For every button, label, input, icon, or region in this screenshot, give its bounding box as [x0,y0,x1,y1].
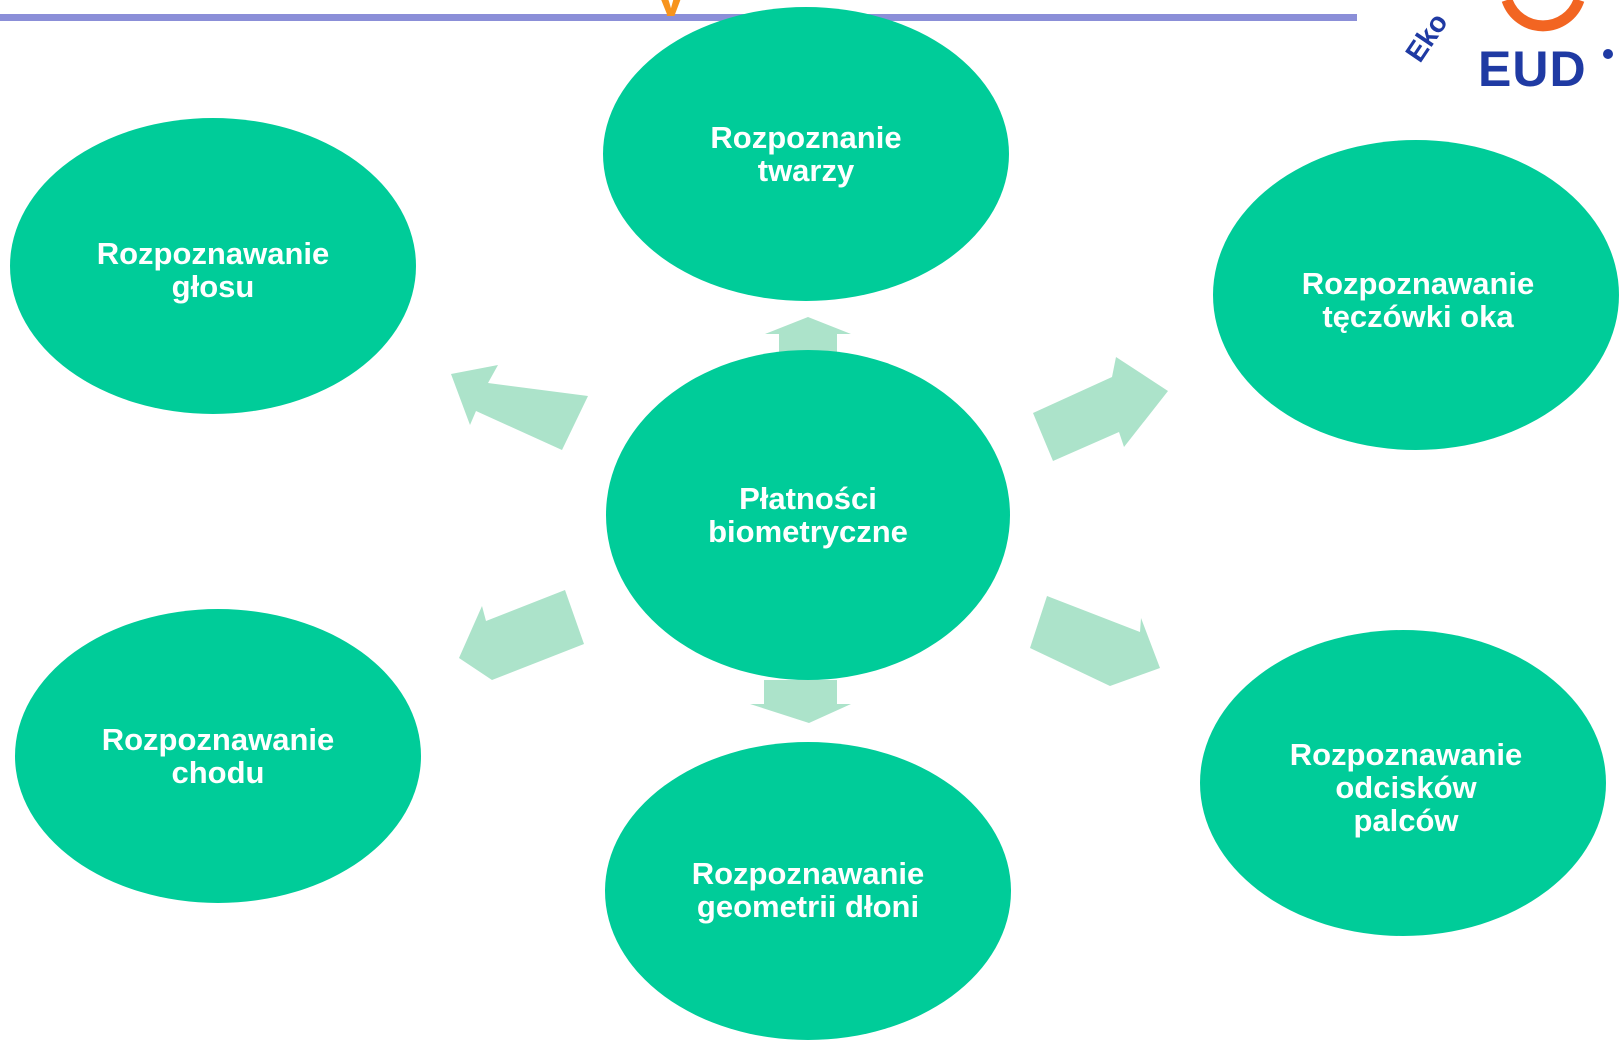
logo-dot [1603,49,1613,59]
node-voice-recognition [10,118,416,414]
arrow-to-top-left [451,365,588,450]
header-underline [0,14,1357,21]
title-fragment: y [655,0,717,16]
title-fragment-text: y [655,0,717,16]
arrow-to-top [765,317,851,358]
arrow-to-bottom-left [459,590,584,680]
node-iris-recognition [1213,140,1619,450]
eud-logo: Eko EUD [1399,0,1613,97]
center-node [606,350,1010,680]
arrow-group [451,317,1168,723]
arrow-to-bottom [750,680,851,723]
node-face-recognition [603,7,1009,301]
node-hand-geometry-recognition [605,742,1011,1040]
logo-brand-text: EUD [1478,41,1587,97]
node-fingerprint-recognition [1200,630,1606,936]
node-gait-recognition [15,609,421,903]
arrow-to-top-right [1033,357,1168,461]
logo-orange-ring [1501,0,1585,32]
arrow-to-bottom-right [1030,596,1160,686]
